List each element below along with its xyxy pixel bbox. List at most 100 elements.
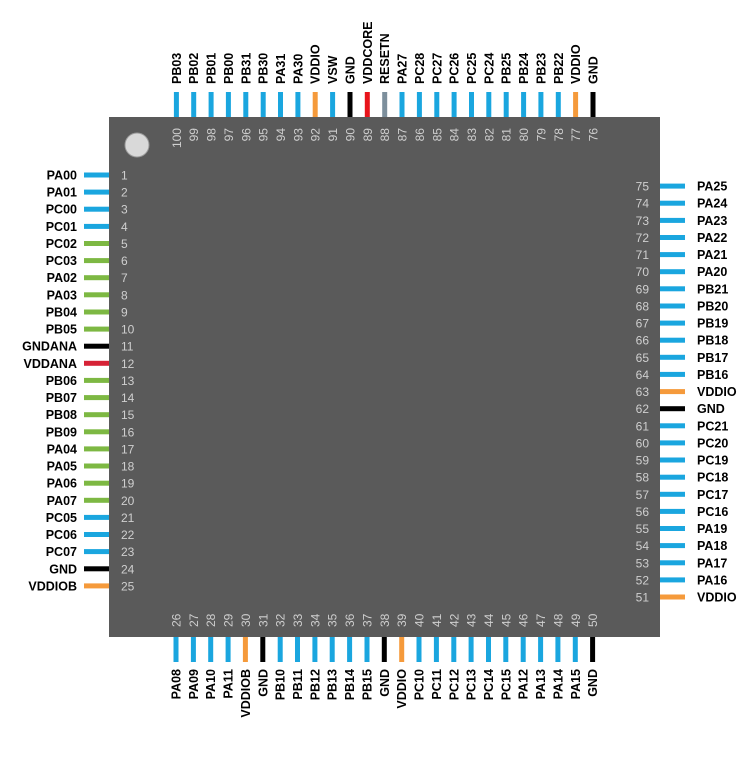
- pin-88: [382, 92, 388, 117]
- pin-47-number: 47: [534, 613, 548, 627]
- pin-99: [191, 92, 197, 117]
- pin-45: [503, 637, 509, 662]
- pin-66-label: PB18: [697, 334, 728, 348]
- pin-84-label: PC26: [448, 53, 462, 84]
- pin-60-number: 60: [636, 436, 650, 450]
- pin-83-label: PC25: [465, 53, 479, 84]
- pin-89: [364, 92, 370, 117]
- pin-41-label: PC11: [430, 669, 444, 700]
- pin-14-number: 14: [121, 391, 135, 405]
- pin-28: [208, 637, 214, 662]
- pin-56: [660, 508, 685, 514]
- pin-1: [84, 172, 109, 178]
- pin-10-number: 10: [121, 323, 135, 337]
- pin-17-label: PA04: [47, 442, 77, 456]
- pin-37-label: PB15: [361, 669, 375, 700]
- pin-10-label: PB05: [46, 323, 77, 337]
- pin-33: [295, 637, 300, 662]
- pin-61-label: PC21: [697, 419, 728, 433]
- pin-24-label: GND: [49, 562, 77, 576]
- pin-70-number: 70: [636, 265, 650, 279]
- pin-18-label: PA05: [47, 460, 77, 474]
- pin-38-number: 38: [378, 613, 392, 627]
- pin-54-label: PA18: [697, 539, 727, 553]
- pin-71-label: PA21: [697, 248, 727, 262]
- pin-80-number: 80: [517, 128, 531, 142]
- pin-40-label: PC10: [413, 669, 427, 700]
- pin-78-label: PB22: [552, 53, 566, 84]
- pin-94: [278, 92, 283, 117]
- pin-44: [486, 637, 491, 662]
- pin-81: [503, 92, 509, 117]
- pin-2-label: PA01: [47, 186, 77, 200]
- pin-15: [84, 412, 109, 418]
- pin-97: [225, 92, 231, 117]
- pin-64: [660, 371, 685, 377]
- pin-9-number: 9: [121, 306, 128, 320]
- pin-13-label: PB06: [46, 374, 77, 388]
- pin-91: [330, 92, 336, 117]
- pin-91-label: VSW: [326, 55, 340, 84]
- pin-6: [84, 258, 109, 264]
- pin-62-label: GND: [697, 402, 725, 416]
- pin-66: [660, 337, 685, 343]
- pin-69-label: PB21: [697, 282, 728, 296]
- pin-74-number: 74: [636, 197, 650, 211]
- pin-62: [660, 406, 685, 412]
- pin-40: [416, 637, 422, 662]
- pin-12: [84, 360, 109, 366]
- pin-84-number: 84: [448, 128, 462, 142]
- pin-59-number: 59: [636, 454, 650, 468]
- pin-4-number: 4: [121, 220, 128, 234]
- pin-92-number: 92: [309, 128, 323, 142]
- pin-48-number: 48: [551, 613, 565, 627]
- pin-4-label: PC01: [46, 220, 77, 234]
- pin-5: [84, 241, 109, 246]
- pin-90: [347, 92, 353, 117]
- pin-47: [538, 637, 544, 662]
- pin-32: [277, 637, 283, 662]
- pin-9-label: PB04: [46, 306, 77, 320]
- pin-53: [660, 560, 685, 566]
- pin-30-label: VDDIOB: [239, 669, 253, 718]
- pin-9: [84, 309, 109, 315]
- pin-58-number: 58: [636, 471, 650, 485]
- pin-51-number: 51: [636, 591, 650, 605]
- pin-68-number: 68: [636, 300, 650, 314]
- pin-49-number: 49: [569, 613, 583, 627]
- pin-79-number: 79: [534, 128, 548, 142]
- pin-36-label: PB14: [343, 669, 357, 700]
- pin-40-number: 40: [413, 613, 427, 627]
- pin-90-number: 90: [344, 128, 358, 142]
- pin-78-number: 78: [552, 128, 566, 142]
- pin-57: [660, 491, 685, 497]
- pin-19-label: PA06: [47, 477, 77, 491]
- pin-79-label: PB23: [534, 53, 548, 84]
- pin-22: [84, 532, 109, 537]
- pin-85: [434, 92, 440, 117]
- pin-75-label: PA25: [697, 180, 727, 194]
- pin-81-number: 81: [500, 128, 514, 142]
- pin-64-number: 64: [636, 368, 650, 382]
- pin-85-label: PC27: [430, 53, 444, 84]
- pin-32-label: PB10: [274, 669, 288, 700]
- pin-29-number: 29: [222, 613, 236, 627]
- pin-69: [660, 286, 685, 292]
- pin-70-label: PA20: [697, 265, 727, 279]
- pin-98-number: 98: [205, 128, 219, 142]
- pin-42-label: PC12: [447, 669, 461, 700]
- pin-37: [364, 637, 370, 662]
- pin-44-label: PC14: [482, 669, 496, 700]
- pin-11-number: 11: [121, 340, 134, 354]
- pin-100: [173, 92, 179, 117]
- pin-100-number: 100: [170, 128, 184, 148]
- pin-69-number: 69: [636, 282, 650, 296]
- pin-67-number: 67: [636, 317, 650, 331]
- pin-58: [660, 474, 685, 480]
- pin-46-number: 46: [517, 613, 531, 627]
- pin-33-label: PB11: [291, 669, 305, 700]
- pin-5-label: PC02: [46, 237, 77, 251]
- pin-29-label: PA11: [222, 669, 236, 699]
- pin-16-number: 16: [121, 425, 135, 439]
- pin-46: [520, 637, 526, 662]
